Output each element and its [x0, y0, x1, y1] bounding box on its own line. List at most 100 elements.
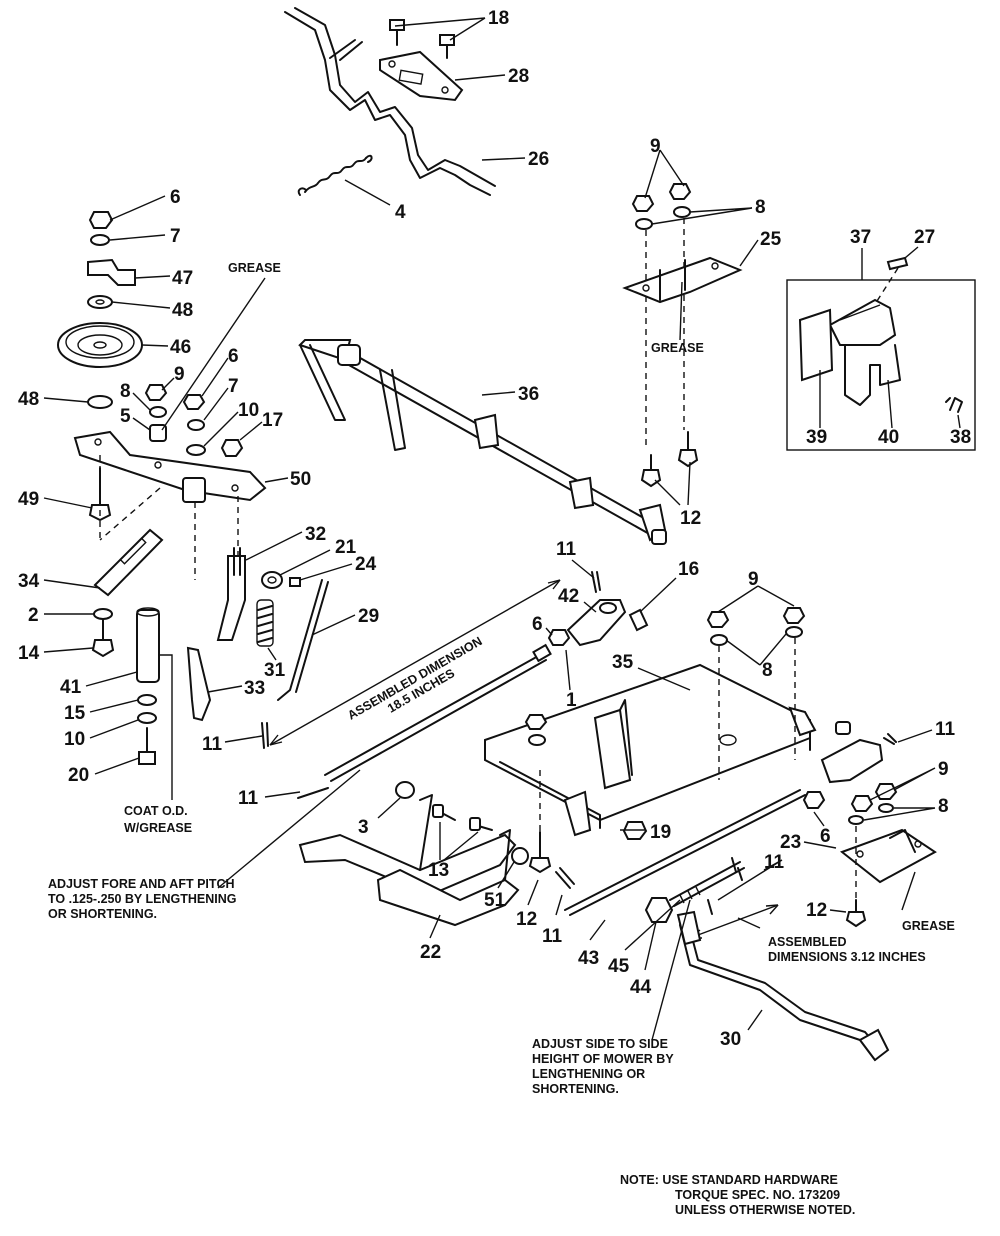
hardware-9-8-right — [706, 607, 806, 646]
adjust-fore-line2: TO .125-.250 BY LENGTHENING — [48, 892, 236, 906]
hardware-8-9-5 — [144, 384, 168, 442]
note-line3: UNLESS OTHERWISE NOTED. — [675, 1203, 855, 1217]
callout-10a: 10 — [238, 400, 259, 421]
callout-8b: 8 — [755, 197, 766, 218]
dash-2 — [99, 487, 161, 541]
callout-5: 5 — [120, 406, 131, 427]
callout-18: 18 — [488, 8, 509, 29]
adjust-side-note: ADJUST SIDE TO SIDE HEIGHT OF MOWER BY L… — [532, 899, 691, 1096]
bolt-20 — [138, 727, 156, 765]
washer-7a — [90, 234, 110, 246]
lift-shaft-36 — [298, 339, 667, 545]
nut-9-8-plate — [524, 714, 548, 746]
assembled-dim-1-line1: ASSEMBLED DIMENSION — [345, 634, 484, 723]
callout-44: 44 — [630, 977, 652, 998]
callout-40: 40 — [878, 427, 899, 448]
rod-1 — [324, 643, 552, 782]
callout-48a: 48 — [172, 300, 193, 321]
screw-24 — [289, 577, 301, 587]
callout-9a: 9 — [174, 364, 185, 385]
nut-6a — [88, 211, 114, 229]
callout-22: 22 — [420, 942, 441, 963]
clevis-42 — [566, 599, 627, 647]
callout-8a: 8 — [120, 381, 131, 402]
washer-2 — [93, 608, 113, 620]
callout-25: 25 — [760, 229, 782, 250]
callout-13: 13 — [428, 860, 449, 881]
callout-4: 4 — [395, 202, 406, 223]
callout-17: 17 — [262, 410, 283, 431]
callout-7a: 7 — [170, 226, 181, 247]
washer-10b — [137, 712, 157, 724]
callout-15: 15 — [64, 703, 86, 724]
washer-48a — [87, 295, 113, 309]
clip-27 — [886, 256, 909, 271]
callout-32: 32 — [305, 524, 326, 545]
callout-11f: 11 — [764, 852, 785, 873]
hardware-6-7-10 — [182, 394, 206, 456]
callout-6c: 6 — [532, 614, 543, 635]
callout-21: 21 — [335, 537, 357, 558]
dimension-line-1 — [269, 579, 561, 746]
plate-39 — [798, 308, 834, 382]
callout-34: 34 — [18, 571, 40, 592]
callout-10b: 10 — [64, 729, 85, 750]
callout-11d: 11 — [935, 719, 956, 740]
callout-1: 1 — [566, 690, 577, 711]
coat-line1: COAT O.D. — [124, 804, 188, 818]
callout-36: 36 — [518, 384, 539, 405]
callout-43: 43 — [578, 948, 599, 969]
bracket-47 — [87, 258, 136, 286]
leader-coat — [158, 654, 173, 800]
rod-43 — [564, 789, 806, 916]
bushing-51 — [511, 847, 529, 865]
nut-17 — [220, 439, 244, 457]
callout-26: 26 — [528, 149, 549, 170]
bolt-18a — [389, 19, 405, 46]
bolt-12c — [845, 899, 867, 928]
callout-8d: 8 — [938, 796, 949, 817]
hardware-note: NOTE: USE STANDARD HARDWARE TORQUE SPEC.… — [620, 1173, 855, 1217]
dimension-line-2 — [689, 904, 779, 939]
callout-50: 50 — [290, 469, 311, 490]
callout-11a: 11 — [556, 539, 577, 560]
callout-23: 23 — [780, 832, 801, 853]
cotter-pins-11f — [707, 857, 743, 915]
bracket-34 — [93, 528, 164, 597]
callout-3: 3 — [358, 817, 369, 838]
callout-39: 39 — [806, 427, 827, 448]
callout-28: 28 — [508, 66, 529, 87]
pivot-tube-41 — [136, 607, 160, 683]
adjust-fore-line3: OR SHORTENING. — [48, 907, 157, 921]
adjust-side-line4: SHORTENING. — [532, 1082, 619, 1096]
callout-31: 31 — [264, 660, 286, 681]
callout-48b: 48 — [18, 389, 39, 410]
adjust-fore-line1: ADJUST FORE AND AFT PITCH — [48, 877, 235, 891]
callout-19: 19 — [650, 822, 671, 843]
turnbuckle-45 — [669, 861, 745, 907]
grease-label-3: GREASE — [902, 919, 955, 933]
idler-arm-50 — [73, 430, 267, 503]
callout-2: 2 — [28, 605, 39, 626]
assembled-dim-2: ASSEMBLED DIMENSIONS 3.12 INCHES — [768, 935, 926, 964]
grease-text-1: GREASE — [228, 261, 281, 275]
bracket-33 — [186, 646, 212, 722]
callout-27: 27 — [914, 227, 935, 248]
bolts-13 — [432, 804, 493, 831]
note-line2: TORQUE SPEC. NO. 173209 — [675, 1188, 840, 1202]
adjust-fore-note: ADJUST FORE AND AFT PITCH TO .125-.250 B… — [48, 769, 361, 921]
grease-text-2: GREASE — [651, 341, 704, 355]
arm-22 — [298, 794, 520, 927]
callout-33: 33 — [244, 678, 265, 699]
callout-29: 29 — [358, 606, 379, 627]
lift-bar-26 — [284, 7, 496, 196]
callout-51: 51 — [484, 890, 506, 911]
bolts-12-top — [640, 431, 699, 488]
bracket-28 — [379, 50, 464, 102]
cotter-pin-11a — [591, 571, 601, 593]
inset-box — [786, 279, 976, 451]
callout-35: 35 — [612, 652, 634, 673]
callout-6a: 6 — [170, 187, 181, 208]
callout-11b: 11 — [202, 734, 223, 755]
cotter-pin-11d — [883, 733, 897, 745]
